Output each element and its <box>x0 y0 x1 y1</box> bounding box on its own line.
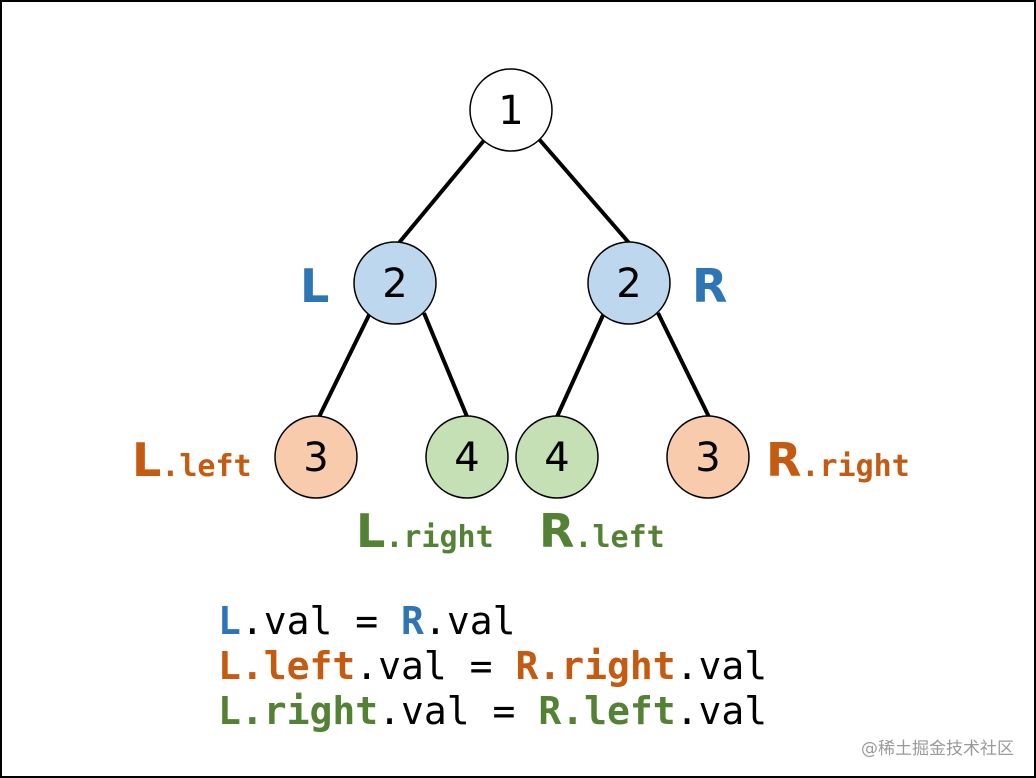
watermark: @稀土掘金技术社区 <box>861 739 1014 759</box>
label-L-left-sub: .left <box>161 449 251 484</box>
edge-right-rightright <box>656 312 712 420</box>
node-left-right <box>425 415 509 499</box>
edge-left-leftright <box>422 312 470 420</box>
label-L-right: L.right <box>356 504 494 558</box>
node-left-right-value: 4 <box>454 435 479 481</box>
edge-root-left <box>396 136 488 246</box>
label-R-right-main: R <box>766 433 801 487</box>
label-R-left-sub: .left <box>574 520 664 555</box>
label-L-right-main: L <box>356 504 385 558</box>
tree-edges <box>316 136 712 420</box>
label-L-right-sub: .right <box>385 520 493 555</box>
node-right-left <box>515 415 599 499</box>
equation-1: L.val = R.val <box>218 599 515 643</box>
label-L-left-main: L <box>132 433 161 487</box>
node-left-left-value: 3 <box>303 435 328 481</box>
node-left-left <box>274 415 358 499</box>
label-R-left-main: R <box>539 504 574 558</box>
node-right-value: 2 <box>616 261 641 307</box>
node-right-left-value: 4 <box>544 435 569 481</box>
label-R-left: R.left <box>539 504 665 558</box>
node-root-value: 1 <box>498 88 523 134</box>
node-left <box>353 241 437 325</box>
node-right <box>587 241 671 325</box>
node-left-value: 2 <box>382 261 407 307</box>
edge-right-rightleft <box>554 312 606 420</box>
node-right-right-value: 3 <box>695 435 720 481</box>
label-R: R <box>692 259 727 313</box>
node-right-right <box>666 415 750 499</box>
edge-root-right <box>536 136 632 246</box>
edge-left-leftleft <box>316 312 372 420</box>
label-L: L <box>300 259 329 313</box>
label-L-left: L.left <box>132 433 252 487</box>
label-R-right-sub: .right <box>801 449 909 484</box>
node-root <box>469 68 553 152</box>
label-R-right: R.right <box>766 433 910 487</box>
equation-3: L.right.val = R.left.val <box>218 689 767 733</box>
equation-2: L.left.val = R.right.val <box>218 644 767 688</box>
equations: L.val = R.val L.left.val = R.right.val L… <box>218 599 767 733</box>
